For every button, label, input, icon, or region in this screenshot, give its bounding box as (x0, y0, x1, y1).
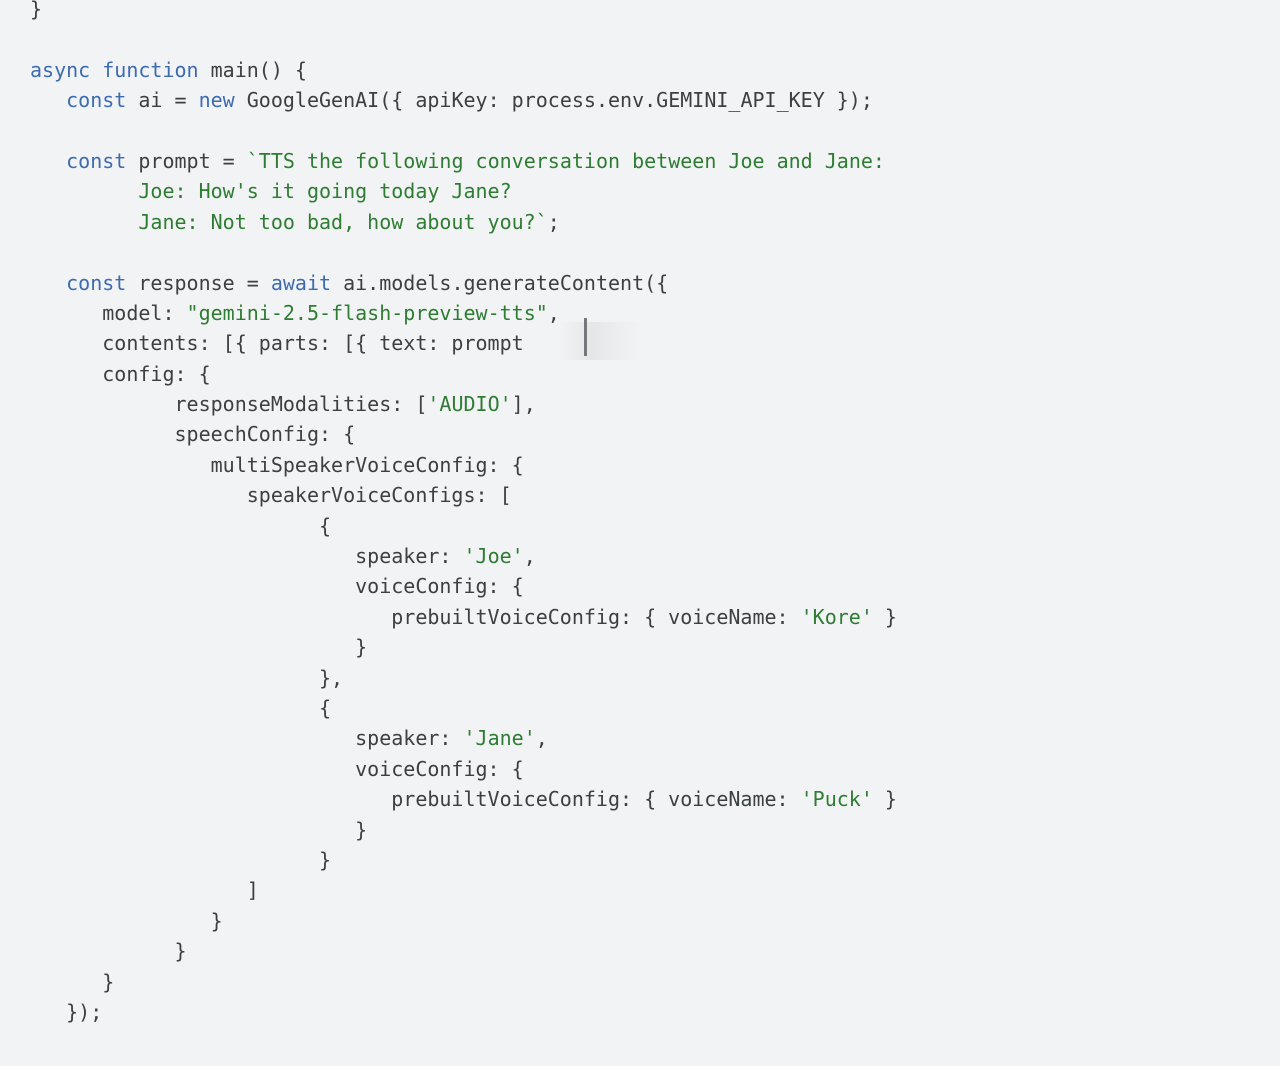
code-line (30, 237, 897, 267)
code-text: } (30, 969, 115, 994)
code-line: const prompt = `TTS the following conver… (30, 146, 897, 176)
code-line: } (30, 815, 897, 845)
code-line: speakerVoiceConfigs: [ (30, 480, 897, 510)
code-string: "gemini-2.5-flash-preview-tts" (186, 300, 548, 325)
code-string: 'AUDIO' (427, 392, 512, 417)
code-keyword: new (198, 88, 235, 113)
code-line: async function main() { (30, 55, 897, 85)
code-keyword: const (66, 88, 127, 113)
code-text: ], (511, 392, 536, 417)
code-text: speechConfig: { (30, 422, 356, 447)
code-line: contents: [{ parts: [{ text: prompt (30, 328, 897, 358)
code-line: }); (30, 997, 897, 1027)
code-keyword: function (102, 57, 199, 82)
code-text: } (872, 787, 897, 812)
code-text: contents: [{ parts: [{ text: prompt (30, 331, 524, 356)
code-line: speaker: 'Jane', (30, 723, 897, 753)
code-string: 'Kore' (800, 604, 873, 629)
code-line: const ai = new GoogleGenAI({ apiKey: pro… (30, 85, 897, 115)
code-text: ai = (126, 88, 199, 113)
code-line: multiSpeakerVoiceConfig: { (30, 450, 897, 480)
code-keyword: await (270, 270, 332, 295)
code-line: voiceConfig: { (30, 754, 897, 784)
code-line: speaker: 'Joe', (30, 541, 897, 571)
code-line: } (30, 845, 897, 875)
code-text (30, 149, 66, 173)
code-line: { (30, 693, 897, 723)
code-text: } (872, 604, 897, 629)
code-text: } (30, 847, 332, 872)
code-text: { (30, 513, 332, 538)
code-text: speaker: (30, 726, 464, 751)
code-keyword: const (66, 148, 127, 173)
code-line: prebuiltVoiceConfig: { voiceName: 'Puck'… (30, 784, 897, 814)
code-line: config: { (30, 359, 897, 389)
code-line (30, 24, 897, 54)
code-text: }); (30, 999, 103, 1024)
code-text: prompt = (126, 148, 247, 173)
code-string: Jane: Not too bad, how about you?` (30, 209, 548, 234)
code-text: ai.models.generateContent({ (331, 270, 669, 295)
code-text: } (30, 635, 368, 660)
code-keyword: async (30, 57, 91, 82)
code-line: }, (30, 663, 897, 693)
code-line: const response = await ai.models.generat… (30, 268, 897, 298)
code-text: prebuiltVoiceConfig: { voiceName: (30, 787, 801, 812)
code-line: } (30, 632, 897, 662)
code-text: } (30, 0, 43, 21)
code-line (30, 116, 897, 146)
code-line: ] (30, 875, 897, 905)
code-text: ; (547, 209, 560, 234)
code-text: multiSpeakerVoiceConfig: { (30, 452, 524, 477)
code-block[interactable]: } async function main() { const ai = new … (30, 0, 897, 1027)
code-text: prebuiltVoiceConfig: { voiceName: (30, 604, 801, 629)
code-text: , (535, 726, 548, 751)
code-text: config: { (30, 361, 211, 386)
code-text: } (30, 817, 368, 842)
code-line: model: "gemini-2.5-flash-preview-tts", (30, 298, 897, 328)
code-text: } (30, 939, 187, 964)
code-string: 'Joe' (463, 544, 524, 569)
code-string: 'Jane' (463, 726, 536, 751)
code-text: voiceConfig: { (30, 756, 524, 781)
code-string: Joe: How's it going today Jane? (30, 179, 512, 204)
code-text: GoogleGenAI({ apiKey: process.env.GEMINI… (234, 88, 873, 113)
code-text: speaker: (30, 544, 464, 569)
cursor-highlight (560, 322, 640, 360)
code-line: } (30, 967, 897, 997)
code-line: speechConfig: { (30, 419, 897, 449)
code-text: responseModalities: [ (30, 392, 428, 417)
code-string: 'Puck' (800, 787, 873, 812)
code-line: responseModalities: ['AUDIO'], (30, 389, 897, 419)
code-line: prebuiltVoiceConfig: { voiceName: 'Kore'… (30, 602, 897, 632)
code-text: speakerVoiceConfigs: [ (30, 483, 512, 508)
code-line: } (30, 906, 897, 936)
code-string: `TTS the following conversation between … (246, 148, 885, 173)
code-line: voiceConfig: { (30, 571, 897, 601)
text-cursor-icon (584, 318, 587, 356)
code-text: ] (30, 878, 259, 903)
code-line: Joe: How's it going today Jane? (30, 176, 897, 206)
code-line: Jane: Not too bad, how about you?`; (30, 207, 897, 237)
code-text: , (547, 300, 560, 325)
code-keyword: const (66, 270, 127, 295)
code-text: } (30, 908, 223, 933)
code-text: model: (30, 300, 187, 325)
code-text: { (30, 695, 332, 720)
code-text: response = (126, 270, 271, 295)
code-line: } (30, 936, 897, 966)
code-text: , (523, 544, 536, 569)
code-text (90, 58, 102, 82)
code-line: { (30, 511, 897, 541)
code-text: voiceConfig: { (30, 574, 524, 599)
code-text (30, 88, 66, 112)
code-text: }, (30, 665, 344, 690)
code-line: } (30, 0, 897, 24)
code-text: main() { (198, 57, 307, 82)
code-text (30, 271, 66, 295)
